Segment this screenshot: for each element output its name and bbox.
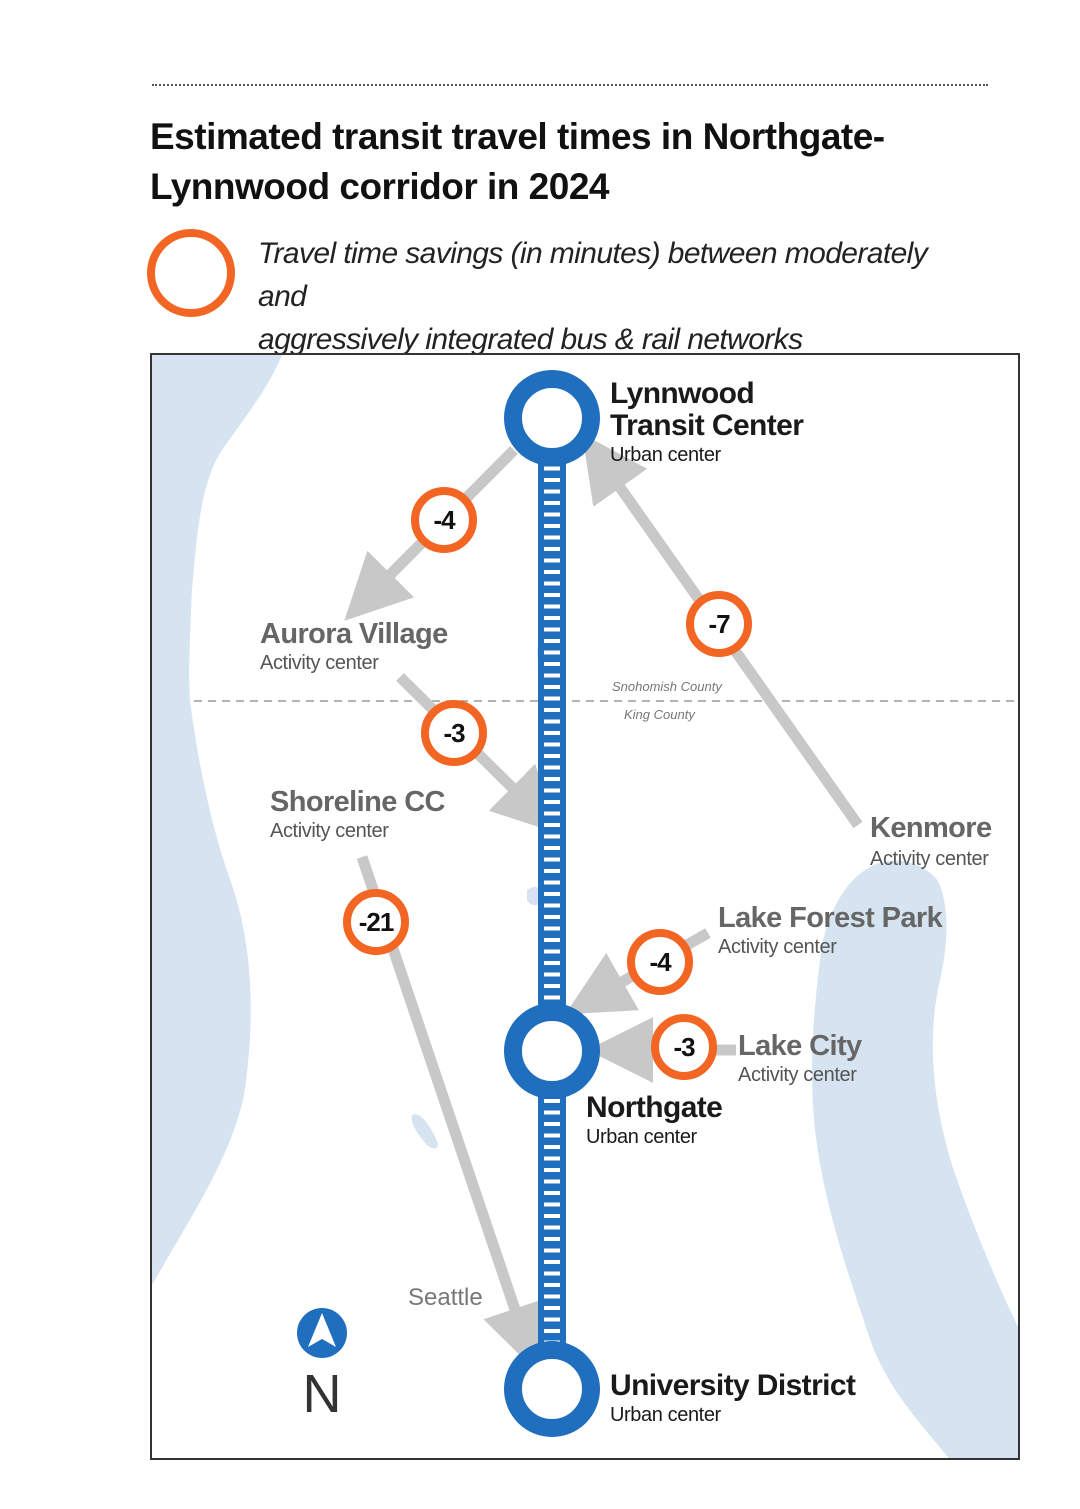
station-udistrict-type: Urban center: [610, 1404, 722, 1426]
station-lynnwood-type: Urban center: [610, 444, 722, 466]
city-label-seattle: Seattle: [408, 1284, 483, 1311]
savings-badge-kenmore-lynnwood: -7: [686, 591, 752, 657]
savings-value: -3: [443, 718, 465, 748]
station-lynnwood-name-1: Lynnwood: [610, 377, 754, 410]
station-northgate-marker: [504, 1003, 600, 1099]
puget-sound-water: [152, 355, 282, 1285]
north-arrow-letter: N: [303, 1364, 342, 1424]
lake-forest-park-name: Lake Forest Park: [718, 902, 944, 934]
map-title: Estimated transit travel times in Northg…: [150, 112, 1010, 212]
station-udistrict-name: University District: [610, 1369, 856, 1402]
county-label-south: King County: [624, 707, 696, 722]
lake-forest-park-type: Activity center: [718, 936, 837, 958]
title-line-1: Estimated transit travel times in Northg…: [150, 116, 885, 157]
aurora-village-type: Activity center: [260, 652, 379, 674]
top-divider: [152, 84, 988, 86]
savings-badge-lakeforestpark-northgate: -4: [627, 929, 693, 995]
lake-city-name: Lake City: [738, 1030, 862, 1062]
savings-badge-lakecity-northgate: -3: [651, 1014, 717, 1080]
legend-line-1: Travel time savings (in minutes) between…: [258, 237, 928, 313]
savings-value: -7: [708, 609, 730, 639]
legend-line-2: aggressively integrated bus & rail netwo…: [258, 323, 803, 356]
station-northgate-type: Urban center: [586, 1126, 698, 1148]
county-label-north: Snohomish County: [612, 679, 723, 694]
station-northgate-name: Northgate: [586, 1091, 722, 1124]
station-lynnwood-name-2: Transit Center: [610, 409, 804, 442]
savings-value: -21: [359, 907, 394, 937]
savings-value: -4: [649, 947, 672, 977]
savings-badge-shoreline-udistrict: -21: [343, 889, 409, 955]
savings-value: -3: [673, 1032, 695, 1062]
north-arrow-icon: [297, 1308, 347, 1358]
title-line-2: Lynnwood corridor in 2024: [150, 166, 609, 207]
lake-city-type: Activity center: [738, 1064, 857, 1086]
legend-description: Travel time savings (in minutes) between…: [258, 232, 978, 361]
savings-value: -4: [433, 505, 456, 535]
savings-badge-aurora-corridor: -3: [421, 700, 487, 766]
map-svg: Snohomish County King County Lynnwood Tr…: [152, 355, 1018, 1458]
lake-washington-water: [812, 860, 1018, 1458]
station-udistrict-marker: [504, 1341, 600, 1437]
kenmore-name: Kenmore: [870, 812, 992, 844]
green-lake-water: [411, 1114, 438, 1149]
savings-badge-lynnwood-aurora: -4: [411, 487, 477, 553]
kenmore-type: Activity center: [870, 848, 989, 870]
corridor-map: Snohomish County King County Lynnwood Tr…: [150, 353, 1020, 1460]
shoreline-cc-name: Shoreline CC: [270, 786, 446, 818]
shoreline-cc-type: Activity center: [270, 820, 389, 842]
legend-ring-icon: [147, 229, 235, 317]
station-lynnwood-marker: [504, 370, 600, 466]
aurora-village-name: Aurora Village: [260, 618, 448, 650]
